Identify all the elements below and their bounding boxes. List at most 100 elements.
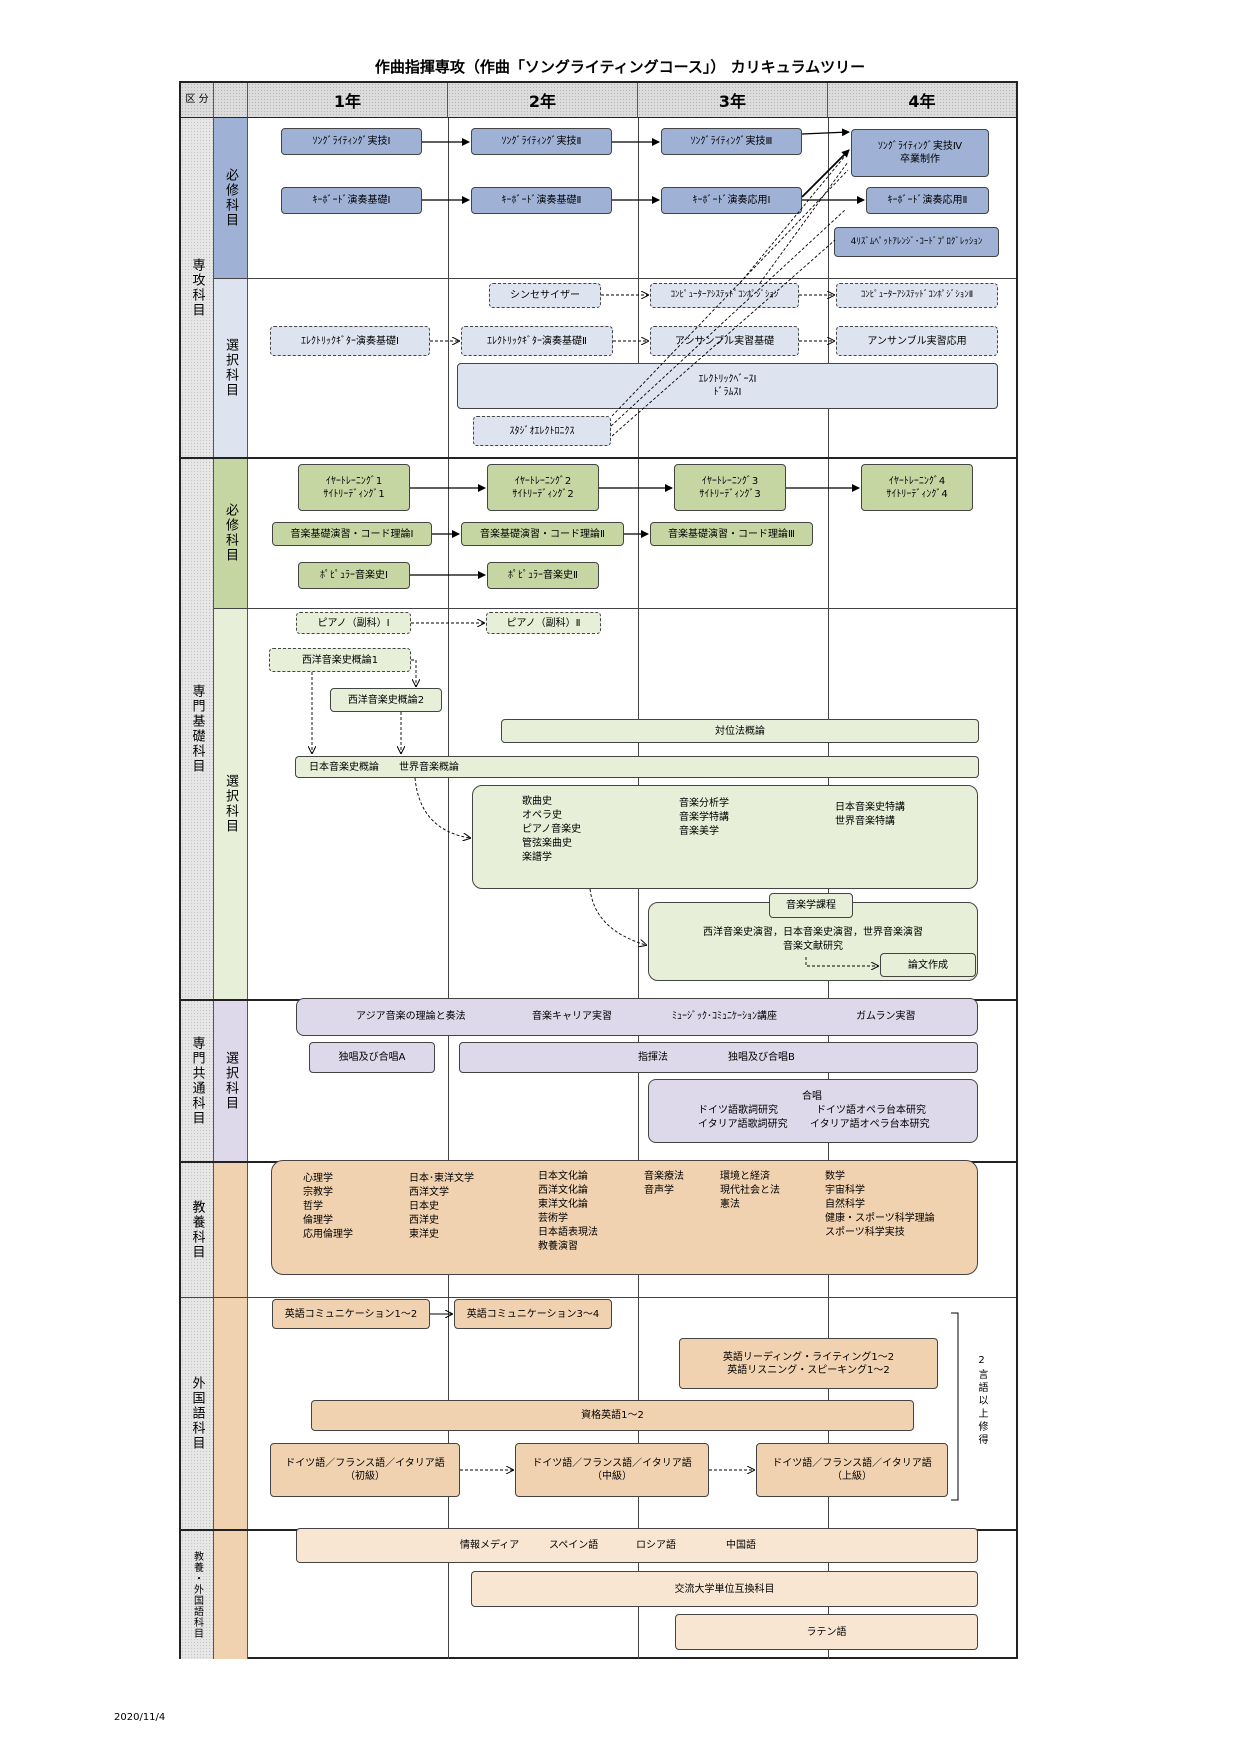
- course-eg2[interactable]: ｴﾚｸﾄﾘｯｸｷﾞﾀｰ演奏基礎Ⅱ: [461, 326, 613, 356]
- sub-senmon-hissyu: 必修科目: [214, 458, 248, 608]
- course-italian-lyrics: イタリア語歌詞研究: [698, 1119, 788, 1130]
- year-divider-1: [448, 118, 449, 1659]
- course-ear4[interactable]: ｲﾔｰﾄﾚｰﾆﾝｸﾞ4 ｻｲﾄﾘｰﾃﾞｨﾝｸﾞ4: [861, 464, 973, 511]
- course-ongakugaku[interactable]: 音楽学課程: [769, 893, 853, 918]
- category-senmon-kyotsu: 専門共通科目: [181, 1000, 214, 1162]
- course-asia: アジア音楽の理論と奏法: [356, 1011, 466, 1022]
- course-theory2[interactable]: 音楽基礎演習・コード理論Ⅱ: [461, 522, 624, 546]
- course-ear2[interactable]: ｲﾔｰﾄﾚｰﾆﾝｸﾞ2 ｻｲﾄﾘｰﾃﾞｨﾝｸﾞ2: [487, 464, 599, 511]
- course-german-opera: ドイツ語オペラ台本研究: [816, 1105, 926, 1116]
- course-west1[interactable]: 西洋音楽史概論1: [269, 648, 411, 672]
- course-gamelan: ガムラン実習: [856, 1011, 916, 1022]
- course-dokusho-a[interactable]: 独唱及び合唱A: [309, 1042, 435, 1073]
- category-gaikoku: 外国語科目: [181, 1297, 214, 1530]
- course-lang-mid[interactable]: ドイツ語／フランス語／イタリア語 （中級）: [515, 1443, 709, 1497]
- course-kyoyo-col2: 日本･東洋文学 西洋文学 日本史 西洋史 東洋史: [409, 1173, 474, 1240]
- course-kyoyo-col3: 日本文化論 西洋文化論 東洋文化論 芸術学 日本語表現法 教養演習: [538, 1171, 598, 1252]
- course-ens2[interactable]: アンサンブル実習応用: [836, 326, 998, 356]
- sub-senko-sentaku: 選択科目: [214, 278, 248, 458]
- course-theory1[interactable]: 音楽基礎演習・コード理論Ⅰ: [272, 522, 432, 546]
- course-joho: 情報メディア: [460, 1540, 520, 1551]
- course-kyotsu-row2[interactable]: [459, 1042, 978, 1073]
- course-kyotsu-row1[interactable]: [296, 998, 978, 1036]
- course-russian: ロシア語: [636, 1540, 676, 1551]
- course-ronbun[interactable]: 論文作成: [880, 953, 976, 977]
- header-year-4: 4年: [828, 83, 1016, 118]
- course-world-hist: 世界音楽概論: [399, 761, 459, 773]
- course-kb3[interactable]: ｷｰﾎﾞｰﾄﾞ演奏応用Ⅰ: [661, 187, 802, 214]
- separator: [181, 1297, 1016, 1298]
- course-song2[interactable]: ｿﾝｸﾞﾗｲﾃｨﾝｸﾞ実技Ⅱ: [471, 128, 612, 155]
- course-piano1[interactable]: ピアノ（副科）Ⅰ: [296, 612, 411, 634]
- course-west2[interactable]: 西洋音楽史概論2: [330, 688, 442, 712]
- curriculum-tree: 区 分 1年 2年 3年 4年 専攻科目 専門基礎科目 専門共通科目 教養科目 …: [179, 81, 1018, 1659]
- course-cac1[interactable]: ｺﾝﾋﾟｭｰﾀｰｱｼｽﾃｯﾄﾞｺﾝﾎﾟｼﾞｼｮﾝ: [650, 283, 799, 308]
- course-chinese: 中国語: [726, 1540, 756, 1551]
- category-senko: 専攻科目: [181, 118, 214, 458]
- note-two-languages: 2言語以上修得: [976, 1355, 987, 1447]
- course-history-band[interactable]: 日本音楽史概論 世界音楽概論: [295, 756, 979, 778]
- course-shiki: 指揮法: [638, 1052, 668, 1063]
- header-kubun: 区 分: [181, 83, 214, 118]
- course-ear1[interactable]: ｲﾔｰﾄﾚｰﾆﾝｸﾞ1 ｻｲﾄﾘｰﾃﾞｨﾝｸﾞ1: [298, 464, 410, 511]
- course-song1[interactable]: ｿﾝｸﾞﾗｲﾃｨﾝｸﾞ実技Ⅰ: [281, 128, 422, 155]
- header-year-2: 2年: [448, 83, 638, 118]
- course-list-c: 日本音楽史特講 世界音楽特講: [835, 802, 905, 827]
- course-kb1[interactable]: ｷｰﾎﾞｰﾄﾞ演奏基礎Ⅰ: [281, 187, 422, 214]
- sub-senko-hissyu: 必修科目: [214, 118, 248, 278]
- course-kyoyo-col4: 音楽療法 音声学: [644, 1171, 684, 1196]
- course-shikaku-eng[interactable]: 資格英語1～2: [311, 1400, 914, 1431]
- footer-date: 2020/11/4: [114, 1712, 166, 1723]
- course-synth[interactable]: シンセサイザー: [489, 283, 601, 308]
- course-latin[interactable]: ラテン語: [675, 1614, 978, 1650]
- sub-senmon-sentaku: 選択科目: [214, 608, 248, 1000]
- course-kyoyo-col1: 心理学 宗教学 哲学 倫理学 応用倫理学: [303, 1173, 353, 1240]
- course-music-comm: ﾐｭｰｼﾞｯｸ･ｺﾐｭﾆｹｰｼｮﾝ講座: [672, 1011, 777, 1022]
- course-song3[interactable]: ｿﾝｸﾞﾗｲﾃｨﾝｸﾞ実技Ⅲ: [661, 128, 802, 155]
- course-lang-adv[interactable]: ドイツ語／フランス語／イタリア語 （上級）: [756, 1443, 948, 1497]
- course-counterpoint[interactable]: 対位法概論: [501, 719, 979, 743]
- course-kyoyo-gaikoku-row1[interactable]: [296, 1528, 978, 1563]
- sub-kyoyo-gaikoku-band: [214, 1162, 248, 1659]
- course-bass-drums[interactable]: ｴﾚｸﾄﾘｯｸﾍﾞｰｽⅠ ﾄﾞﾗﾑｽⅠ: [457, 363, 998, 409]
- course-lang-basic[interactable]: ドイツ語／フランス語／イタリア語 （初級）: [270, 1443, 460, 1497]
- course-gassho: 合唱: [802, 1091, 822, 1102]
- header-year-3: 3年: [638, 83, 828, 118]
- course-rhythm[interactable]: 4ﾘｽﾞﾑﾍﾟｯﾄｱﾚﾝｼﾞ･ｺｰﾄﾞﾌﾟﾛｸﾞﾚｯｼｮﾝ: [834, 227, 999, 257]
- course-eng12[interactable]: 英語コミュニケーション1～2: [272, 1299, 430, 1329]
- course-list-a: 歌曲史 オペラ史 ピアノ音楽史 管弦楽曲史 楽譜学: [522, 796, 582, 863]
- course-kyoyo-group[interactable]: [271, 1160, 978, 1275]
- separator: [214, 608, 1016, 609]
- sub-kyotsu-sentaku: 選択科目: [214, 1000, 248, 1162]
- course-kyotsu-row3[interactable]: [648, 1079, 978, 1143]
- course-eng34[interactable]: 英語コミュニケーション3～4: [454, 1299, 612, 1329]
- course-ear3[interactable]: ｲﾔｰﾄﾚｰﾆﾝｸﾞ3 ｻｲﾄﾘｰﾃﾞｨﾝｸﾞ3: [674, 464, 786, 511]
- course-exchange[interactable]: 交流大学単位互換科目: [471, 1571, 978, 1607]
- course-kb2[interactable]: ｷｰﾎﾞｰﾄﾞ演奏基礎Ⅱ: [471, 187, 612, 214]
- course-eng-rw[interactable]: 英語リーディング・ライティング1～2 英語リスニング・スピーキング1～2: [679, 1338, 938, 1389]
- course-studio[interactable]: ｽﾀｼﾞｵｴﾚｸﾄﾛﾆｸｽ: [473, 416, 611, 446]
- course-theory3[interactable]: 音楽基礎演習・コード理論Ⅲ: [650, 522, 813, 546]
- course-kyoyo-col6: 数学 宇宙科学 自然科学 健康・スポーツ科学理論 スポーツ科学実技: [825, 1171, 935, 1238]
- separator: [181, 457, 1016, 459]
- header-blank: [214, 83, 248, 118]
- category-kyoyo-gaikoku: 教養・外国語科目: [181, 1530, 214, 1659]
- separator: [214, 278, 1016, 279]
- course-kb4[interactable]: ｷｰﾎﾞｰﾄﾞ演奏応用Ⅱ: [866, 187, 989, 214]
- header-year-1: 1年: [248, 83, 448, 118]
- course-song4[interactable]: ｿﾝｸﾞﾗｲﾃｨﾝｸﾞ実技Ⅳ 卒業制作: [851, 129, 989, 177]
- course-japan-hist: 日本音楽史概論: [309, 761, 379, 773]
- course-kyoyo-col5: 環境と経済 現代社会と法 憲法: [720, 1171, 780, 1210]
- course-list-b: 音楽分析学 音楽学特講 音楽美学: [679, 798, 729, 837]
- course-musicology-group[interactable]: [472, 785, 978, 889]
- course-italian-opera: イタリア語オペラ台本研究: [810, 1119, 930, 1130]
- page-title: 作曲指揮専攻（作曲「ソングライティングコース」） カリキュラムツリー: [374, 58, 866, 76]
- course-eg1[interactable]: ｴﾚｸﾄﾘｯｸｷﾞﾀｰ演奏基礎Ⅰ: [270, 326, 430, 356]
- course-pop1[interactable]: ﾎﾟﾋﾟｭﾗｰ音楽史Ⅰ: [298, 562, 410, 589]
- course-pop2[interactable]: ﾎﾟﾋﾟｭﾗｰ音楽史Ⅱ: [487, 562, 599, 589]
- category-senmon-kiso: 専門基礎科目: [181, 458, 214, 1000]
- course-cac2[interactable]: ｺﾝﾋﾟｭｰﾀｰｱｼｽﾃｯﾄﾞｺﾝﾎﾟｼﾞｼｮﾝⅡ: [836, 283, 998, 308]
- course-piano2[interactable]: ピアノ（副科）Ⅱ: [486, 612, 601, 634]
- course-ens1[interactable]: アンサンブル実習基礎: [650, 326, 799, 356]
- category-kyoyo: 教養科目: [181, 1162, 214, 1297]
